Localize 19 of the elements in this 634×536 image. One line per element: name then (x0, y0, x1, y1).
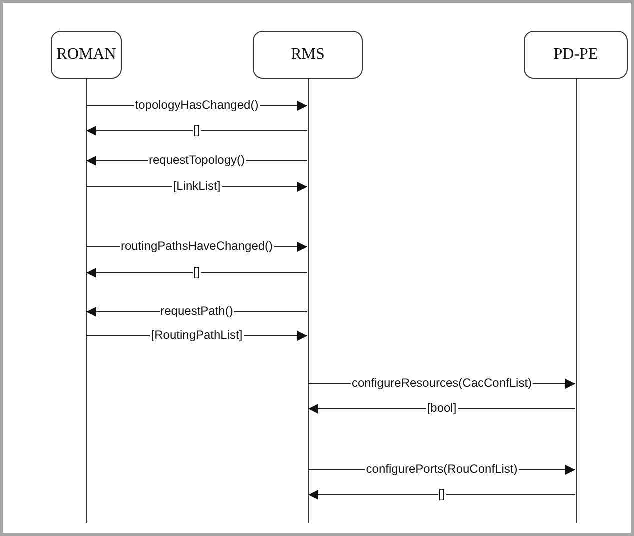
edge-label: [LinkList] (172, 178, 222, 195)
participant-box: PD-PE (524, 31, 628, 79)
message-arrow (86, 268, 308, 278)
edge-label: [] (192, 264, 202, 281)
edge-label: configureResources(CacConfList) (350, 375, 534, 392)
message-arrow (308, 490, 576, 500)
participant-box: RMS (253, 31, 363, 79)
edge-label: [] (438, 486, 446, 503)
edge-label: requestPath() (160, 303, 234, 320)
message-arrow (308, 404, 576, 414)
edge-label: requestTopology() (148, 152, 246, 169)
participant-box: ROMAN (51, 31, 122, 79)
edge-label: topologyHasChanged() (134, 97, 260, 114)
edge-label: [] (192, 122, 202, 139)
edge-label: configurePorts(RouConfList) (365, 461, 519, 478)
message-arrow (86, 126, 308, 136)
edge-label: routingPathsHaveChanged() (120, 238, 274, 255)
edge-label: [RoutingPathList] (150, 327, 244, 344)
edge-label: [bool] (426, 400, 458, 417)
